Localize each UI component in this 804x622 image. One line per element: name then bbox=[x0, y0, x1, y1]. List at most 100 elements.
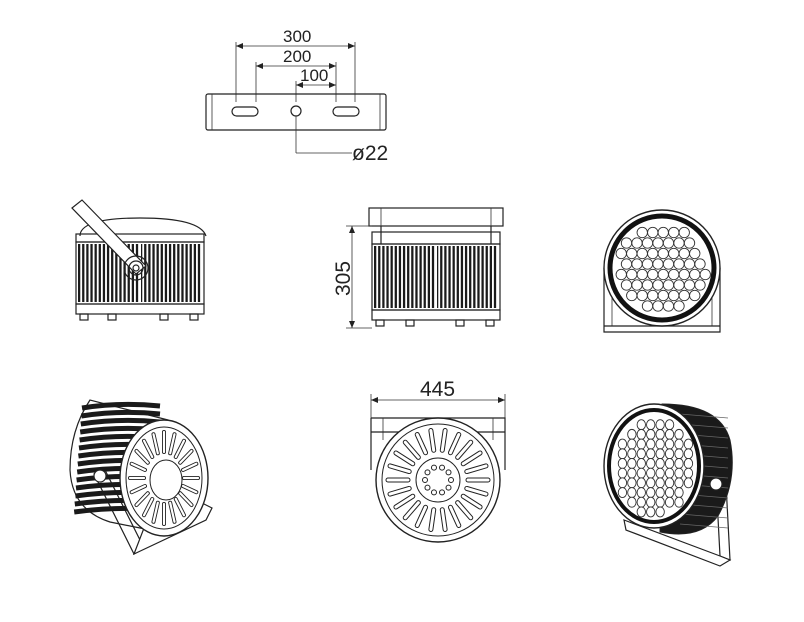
led-lens bbox=[627, 438, 637, 450]
led-lens bbox=[626, 247, 638, 260]
vent-slot-inner bbox=[465, 486, 488, 496]
vent-slot-inner bbox=[179, 492, 193, 507]
led-lens bbox=[683, 467, 694, 479]
led-lens bbox=[664, 487, 675, 498]
led-array bbox=[615, 226, 711, 312]
led-lens bbox=[646, 428, 656, 440]
vent-slot-inner bbox=[415, 505, 428, 527]
vent-slot-inner bbox=[169, 501, 176, 523]
dim-200-label: 200 bbox=[283, 47, 311, 66]
led-lens bbox=[646, 438, 656, 450]
led-lens bbox=[683, 279, 696, 291]
fin-edge bbox=[679, 523, 729, 529]
led-lens bbox=[655, 419, 665, 431]
cooling-fin bbox=[131, 244, 135, 302]
vent-slot-inner bbox=[415, 433, 428, 455]
led-lens bbox=[652, 279, 664, 291]
cooling-fin bbox=[386, 246, 389, 308]
cooling-fin bbox=[464, 246, 468, 308]
led-lens bbox=[631, 258, 643, 270]
cooling-fin bbox=[78, 244, 81, 302]
led-lens bbox=[646, 458, 656, 469]
cooling-fin bbox=[485, 246, 488, 308]
led-lens bbox=[647, 268, 659, 281]
led-array-perspective bbox=[617, 419, 694, 518]
led-lens bbox=[636, 226, 648, 239]
led-lens bbox=[646, 506, 656, 518]
cooling-fin bbox=[119, 244, 122, 302]
led-lens bbox=[674, 438, 684, 450]
side-view bbox=[71, 199, 207, 321]
led-lens bbox=[631, 279, 643, 291]
cooling-fin bbox=[144, 244, 147, 302]
vent-slot-inner bbox=[456, 501, 473, 520]
led-lens bbox=[615, 268, 627, 281]
cooling-fin bbox=[197, 244, 201, 302]
led-lens bbox=[617, 467, 628, 479]
led-lens bbox=[615, 247, 627, 260]
led-lens bbox=[664, 428, 675, 440]
led-lens bbox=[652, 300, 664, 312]
vent-slot-inner bbox=[465, 464, 488, 474]
cooling-fin bbox=[152, 244, 155, 302]
led-lens bbox=[678, 226, 690, 239]
cooling-fin bbox=[111, 244, 114, 302]
cooling-fin bbox=[394, 246, 397, 308]
cooling-fin bbox=[127, 244, 130, 302]
inner-vent bbox=[422, 477, 428, 483]
cooling-fin bbox=[481, 246, 484, 308]
led-lens bbox=[636, 268, 648, 281]
cooling-fin bbox=[193, 244, 197, 302]
led-lens bbox=[657, 226, 669, 239]
cooling-fin bbox=[398, 246, 402, 308]
led-lens bbox=[662, 258, 675, 270]
led-face-perspective bbox=[603, 403, 733, 567]
led-lens bbox=[627, 428, 637, 440]
inner-vent bbox=[445, 484, 452, 491]
cooling-fin bbox=[419, 246, 422, 308]
led-lens bbox=[674, 477, 684, 489]
cooling-fin bbox=[427, 246, 431, 308]
led-lens bbox=[636, 496, 646, 508]
led-lens bbox=[636, 289, 648, 302]
inner-vent bbox=[439, 464, 446, 471]
cooling-fin bbox=[452, 246, 455, 308]
vent-slot-inner bbox=[142, 497, 154, 517]
cooling-fin bbox=[407, 246, 410, 308]
led-lens bbox=[646, 419, 656, 431]
led-lens bbox=[655, 506, 665, 518]
vent-slot-inner bbox=[181, 484, 198, 494]
vent-slot-inner bbox=[448, 505, 461, 527]
led-lens bbox=[673, 279, 685, 291]
vent-slot-inner bbox=[403, 440, 420, 459]
led-lens bbox=[617, 458, 628, 469]
led-lens bbox=[647, 226, 659, 239]
cooling-fin bbox=[115, 244, 118, 302]
led-lens bbox=[678, 289, 690, 302]
cooling-fin bbox=[81, 409, 161, 419]
led-lens bbox=[620, 258, 633, 270]
led-lens bbox=[673, 237, 685, 249]
led-lens bbox=[674, 428, 684, 440]
cooling-fin bbox=[411, 246, 414, 308]
led-lens bbox=[699, 268, 711, 281]
vent-slot-inner bbox=[179, 449, 193, 464]
cooling-fin bbox=[160, 244, 163, 302]
vent-slot-inner bbox=[440, 429, 447, 452]
cooling-fin bbox=[382, 246, 385, 308]
led-lens bbox=[674, 448, 684, 460]
vent-slot-inner bbox=[174, 497, 186, 517]
inner-vent bbox=[430, 489, 437, 496]
led-lens bbox=[631, 237, 643, 249]
cooling-fin bbox=[390, 246, 393, 308]
vent-slot-inner bbox=[461, 494, 482, 509]
vent-slot-inner bbox=[388, 464, 411, 474]
led-lens bbox=[662, 279, 675, 291]
led-lens bbox=[674, 496, 684, 508]
cooling-fin bbox=[90, 244, 93, 302]
led-lens bbox=[627, 448, 637, 460]
fin-edge bbox=[679, 413, 729, 419]
led-lens bbox=[646, 477, 656, 489]
led-lens bbox=[668, 226, 680, 239]
